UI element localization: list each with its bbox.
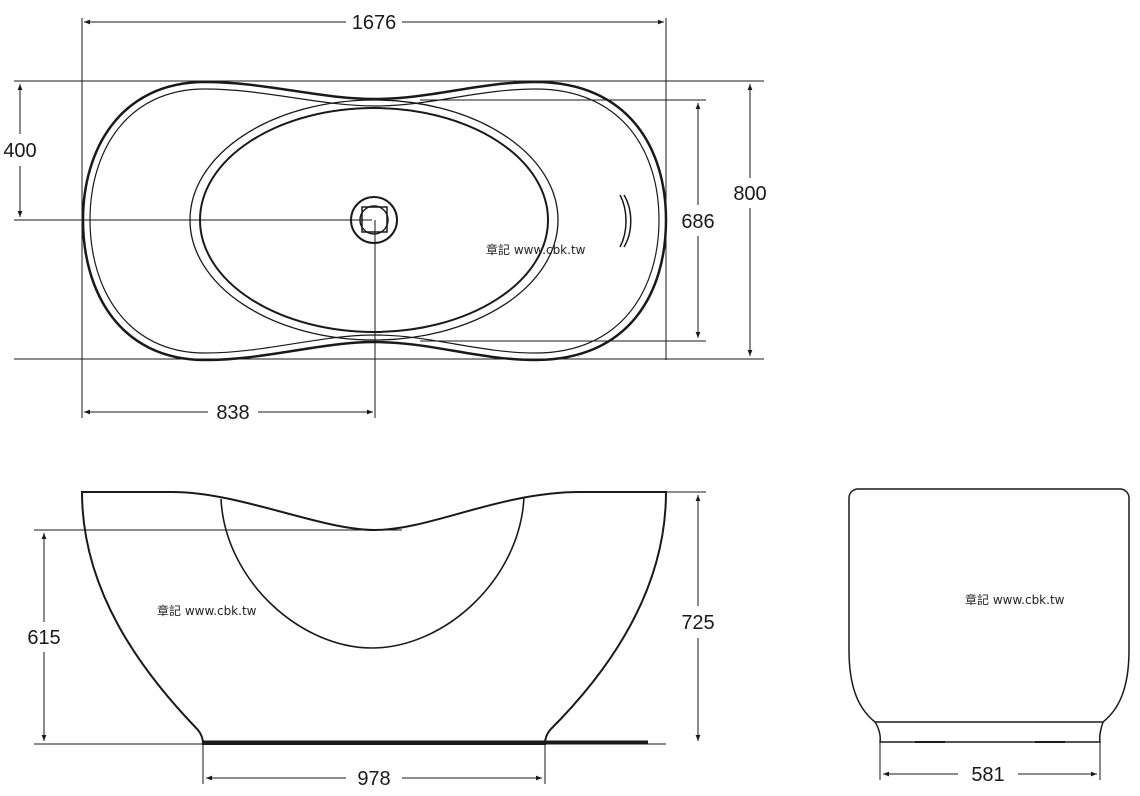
side-inner-basin bbox=[220, 496, 525, 649]
dim-overall-length: 1676 bbox=[352, 12, 397, 34]
side-outer-profile bbox=[80, 491, 668, 745]
drain-inner bbox=[359, 205, 389, 235]
overflow-slot bbox=[619, 194, 632, 248]
side-view-dimensions bbox=[41, 495, 701, 781]
basin-outer bbox=[189, 99, 559, 341]
dim-base-length: 978 bbox=[357, 768, 390, 790]
dim-interior-depth: 615 bbox=[27, 627, 60, 649]
dim-drain-offset-y: 400 bbox=[3, 140, 36, 162]
dim-end-base-width: 581 bbox=[971, 764, 1004, 786]
drain-outer bbox=[350, 196, 398, 244]
watermark-top: 章記 www.cbk.tw bbox=[486, 242, 586, 257]
watermark-side: 章記 www.cbk.tw bbox=[157, 603, 257, 618]
top-view-dimensions bbox=[17, 19, 753, 415]
watermark-end: 章記 www.cbk.tw bbox=[965, 592, 1065, 607]
dim-overall-height: 725 bbox=[681, 612, 714, 634]
tub-outer-rim bbox=[81, 80, 668, 362]
dim-overall-width: 800 bbox=[733, 183, 766, 205]
top-view bbox=[14, 18, 764, 418]
basin-inner bbox=[199, 107, 549, 333]
end-view bbox=[848, 488, 1130, 780]
side-view bbox=[34, 491, 706, 784]
dim-drain-offset-x: 838 bbox=[216, 402, 249, 424]
drain-square bbox=[361, 206, 388, 233]
dim-inner-width: 686 bbox=[681, 211, 714, 233]
tub-outer-rim-inner bbox=[89, 88, 660, 354]
end-base bbox=[874, 721, 1104, 743]
